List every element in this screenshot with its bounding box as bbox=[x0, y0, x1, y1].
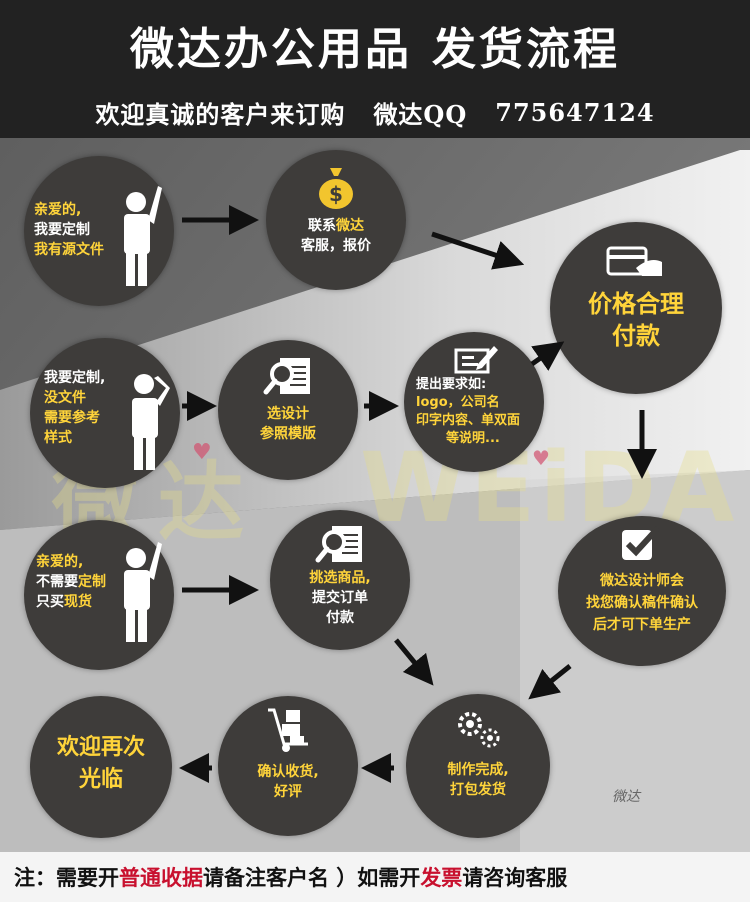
step-text: 欢迎再次 光临 bbox=[56, 735, 145, 792]
step-choose-design: 选设计 参照模版 bbox=[218, 340, 358, 480]
step-text: 选设计 参照模版 bbox=[260, 406, 316, 442]
signature-mark: 微达 bbox=[612, 789, 640, 805]
step-custom-no-file: 我要定制, 没文件 需要参考 样式 bbox=[30, 338, 180, 488]
step-stock-only: 亲爱的, 不需要定制 只买现货 bbox=[24, 520, 174, 670]
step-production: 制作完成, 打包发货 bbox=[406, 694, 550, 838]
subtitle-welcome: 欢迎真诚的客户来订购 bbox=[95, 99, 346, 129]
watermark-heart-icon: ♥ bbox=[192, 440, 212, 465]
step-text: 制作完成, 打包发货 bbox=[447, 762, 509, 798]
subtitle-bar: 欢迎真诚的客户来订购 微达QQ 775647124 bbox=[0, 92, 750, 132]
subtitle-qq-label: 微达QQ bbox=[373, 99, 468, 129]
step-pick-goods: 挑选商品, 提交订单 付款 bbox=[270, 510, 410, 650]
step-text: 挑选商品, 提交订单 付款 bbox=[309, 570, 371, 626]
step-requirements: 提出要求如: logo，公司名 印字内容、单双面 等说明... bbox=[404, 332, 544, 472]
person-hand-up-icon bbox=[124, 186, 162, 286]
page-title: 微达办公用品 发货流程 bbox=[0, 0, 750, 90]
step-payment: 价格合理 付款 bbox=[550, 222, 722, 394]
footer-note: 注：需要开 普通收据 请备注客户名 ）如需开 发票 请咨询客服 bbox=[0, 852, 750, 902]
person-hand-up-icon bbox=[124, 542, 162, 642]
footer-highlight-receipt: 普通收据 bbox=[119, 865, 203, 890]
watermark-heart-icon: ♥ bbox=[532, 446, 550, 470]
step-welcome-back: 欢迎再次 光临 bbox=[30, 696, 172, 838]
step-text: 微达设计师会 找您确认稿件确认 后才可下单生产 bbox=[586, 573, 698, 633]
gears-icon bbox=[458, 712, 500, 748]
footer-highlight-invoice: 发票 bbox=[420, 865, 463, 890]
footer-text: 请咨询客服 bbox=[462, 865, 568, 890]
step-text: 亲爱的, 不需要定制 只买现货 bbox=[36, 554, 106, 610]
card-payment-icon bbox=[606, 246, 662, 276]
magnifier-document-icon bbox=[315, 526, 362, 563]
edit-form-icon bbox=[454, 346, 498, 374]
footer-text: 注：需要开 bbox=[14, 865, 119, 890]
step-custom-with-file: 亲爱的, 我要定制 我有源文件 bbox=[24, 156, 174, 306]
step-text: 联系微达 客服，报价 bbox=[301, 218, 371, 254]
person-thinking-icon bbox=[132, 374, 170, 470]
step-text: 提出要求如: logo，公司名 印字内容、单双面 等说明... bbox=[416, 377, 521, 446]
step-text: 价格合理 付款 bbox=[588, 290, 684, 350]
footer-text: 请备注客户名 ）如需开 bbox=[203, 865, 421, 890]
step-text: 确认收货, 好评 bbox=[257, 764, 319, 800]
hand-truck-icon bbox=[268, 708, 308, 752]
step-contact-service: $ 联系微达 客服，报价 bbox=[266, 150, 406, 290]
svg-text:$: $ bbox=[329, 182, 343, 206]
magnifier-document-icon bbox=[263, 358, 310, 395]
step-receive: 确认收货, 好评 bbox=[218, 696, 358, 836]
subtitle-qq-number: 775647124 bbox=[495, 97, 655, 127]
checkbox-icon bbox=[622, 526, 661, 560]
title-part1: 微达办公用品 bbox=[130, 24, 412, 75]
title-part2: 发货流程 bbox=[432, 24, 620, 75]
step-confirm-design: 微达设计师会 找您确认稿件确认 后才可下单生产 bbox=[558, 516, 726, 666]
step-text: 亲爱的, 我要定制 我有源文件 bbox=[34, 202, 104, 258]
step-text: 我要定制, 没文件 需要参考 样式 bbox=[44, 370, 106, 446]
money-bag-icon: $ bbox=[319, 168, 353, 209]
